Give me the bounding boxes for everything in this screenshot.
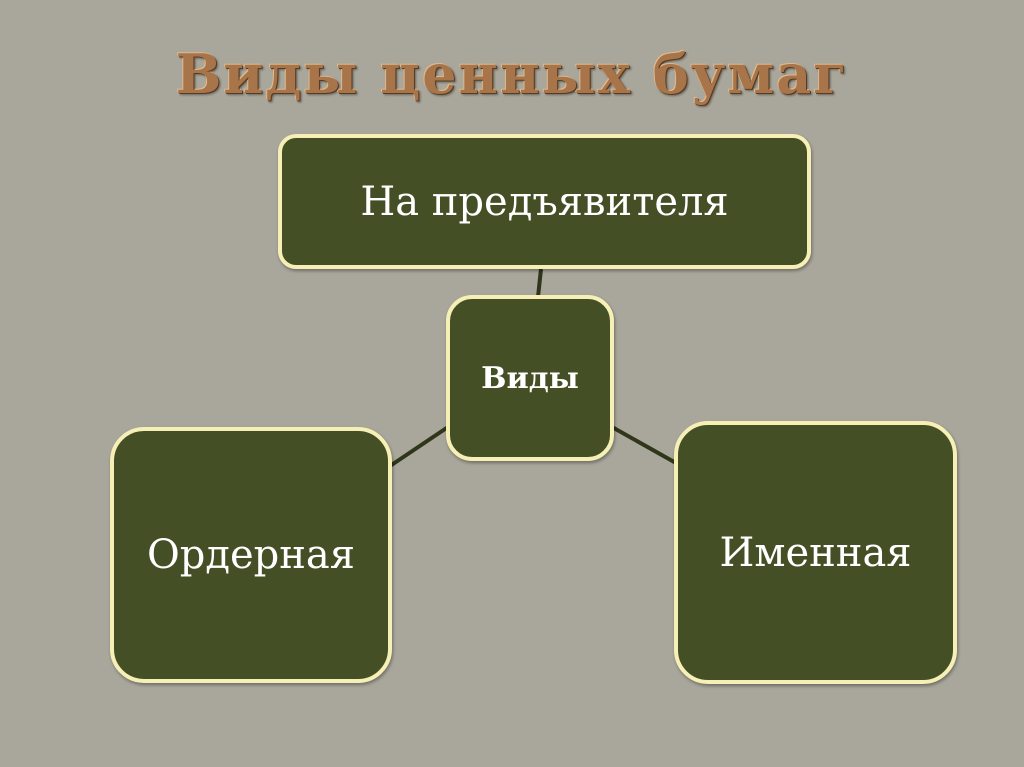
node-bearer-label: На предъявителя <box>360 178 729 225</box>
node-center-types: Виды <box>446 295 614 461</box>
slide-title: Виды ценных бумаг <box>175 42 849 106</box>
node-bearer: На предъявителя <box>278 134 811 269</box>
connector-right <box>611 425 677 465</box>
connector-top <box>536 268 543 298</box>
node-registered: Именная <box>674 421 957 684</box>
node-center-label: Виды <box>481 360 579 396</box>
node-order: Ордерная <box>110 427 392 683</box>
node-registered-label: Именная <box>719 529 912 576</box>
connector-left <box>388 425 450 468</box>
node-order-label: Ордерная <box>146 532 356 578</box>
